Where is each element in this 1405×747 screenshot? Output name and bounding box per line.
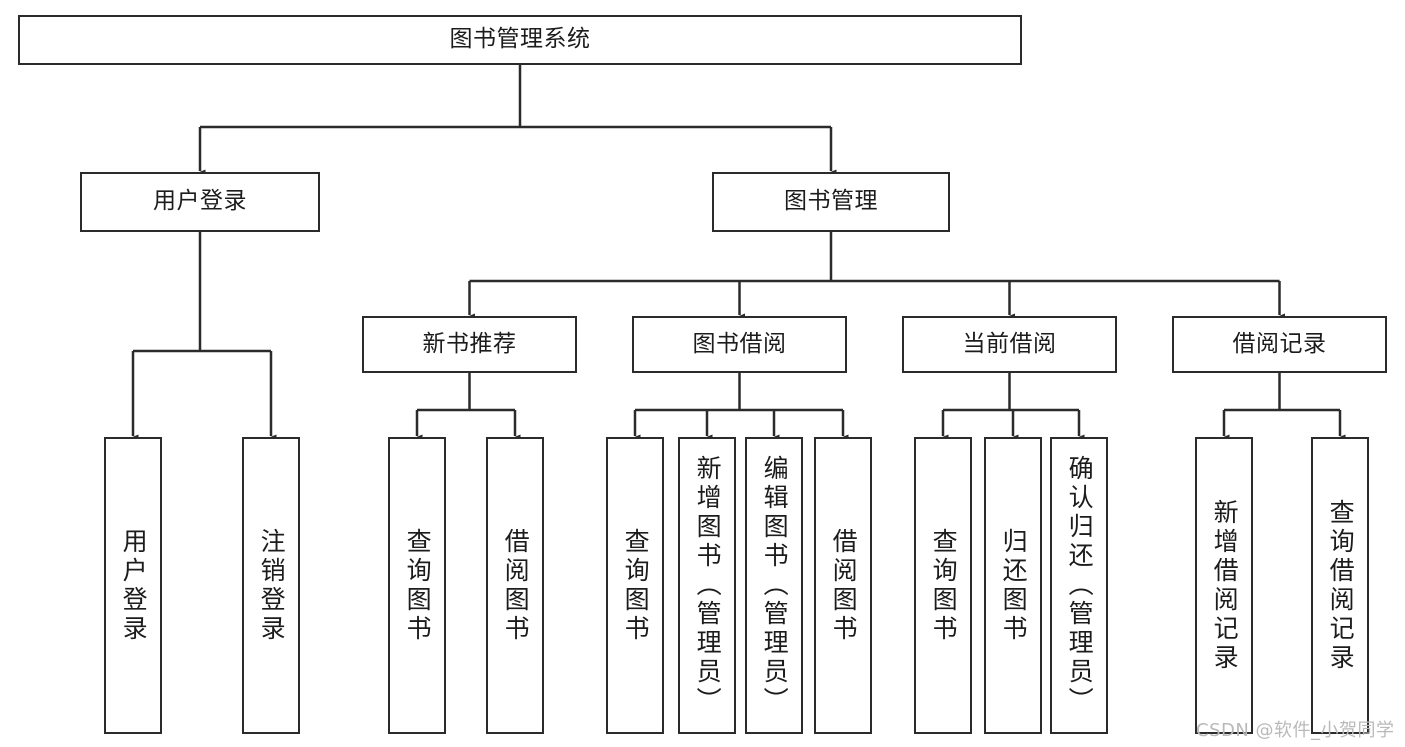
node-label: 当前借阅: [962, 330, 1057, 357]
node-leaf-add-record[interactable]: 新增借阅记录: [1195, 437, 1253, 734]
node-label: 新增图书（管理员）: [693, 455, 723, 716]
node-label: 归还图书: [999, 527, 1029, 644]
node-leaf-confirm-return[interactable]: 确认归还（管理员）: [1050, 437, 1108, 734]
node-current-borrow[interactable]: 当前借阅: [902, 316, 1117, 373]
node-label: 新书推荐: [422, 330, 517, 357]
node-label: 查询借阅记录: [1326, 498, 1356, 673]
node-label: 图书管理: [784, 188, 878, 215]
node-root[interactable]: 图书管理系统: [18, 15, 1022, 65]
node-label: 用户登录: [119, 527, 149, 644]
node-borrow-record[interactable]: 借阅记录: [1172, 316, 1387, 373]
node-label: 注销登录: [257, 527, 287, 644]
node-label: 借阅图书: [829, 527, 859, 644]
node-label: 编辑图书（管理员）: [760, 455, 790, 716]
node-leaf-edit-book[interactable]: 编辑图书（管理员）: [745, 437, 803, 734]
node-leaf-borrow-book-1[interactable]: 借阅图书: [486, 437, 544, 734]
watermark: CSDN @软件_小贺同学: [1196, 720, 1395, 741]
node-label: 用户登录: [153, 188, 247, 215]
node-label: 查询图书: [621, 527, 651, 644]
node-label: 新增借阅记录: [1210, 498, 1240, 673]
node-book-borrow[interactable]: 图书借阅: [632, 316, 847, 373]
node-leaf-query-book-2[interactable]: 查询图书: [606, 437, 664, 734]
node-leaf-user-login[interactable]: 用户登录: [104, 437, 162, 734]
node-leaf-logout[interactable]: 注销登录: [242, 437, 300, 734]
node-leaf-query-record[interactable]: 查询借阅记录: [1311, 437, 1369, 734]
node-user-login[interactable]: 用户登录: [80, 172, 320, 232]
node-leaf-query-book-3[interactable]: 查询图书: [914, 437, 972, 734]
node-new-book-recommend[interactable]: 新书推荐: [362, 316, 577, 373]
node-label: 查询图书: [403, 527, 433, 644]
node-leaf-add-book[interactable]: 新增图书（管理员）: [678, 437, 736, 734]
node-label: 图书借阅: [692, 330, 787, 357]
node-leaf-query-book-1[interactable]: 查询图书: [388, 437, 446, 734]
node-label: 查询图书: [929, 527, 959, 644]
node-leaf-return-book[interactable]: 归还图书: [984, 437, 1042, 734]
node-leaf-borrow-book-2[interactable]: 借阅图书: [814, 437, 872, 734]
node-book-manage[interactable]: 图书管理: [712, 172, 950, 232]
node-label: 借阅记录: [1232, 330, 1327, 357]
node-label: 确认归还（管理员）: [1065, 455, 1095, 716]
node-label: 借阅图书: [501, 527, 531, 644]
node-label: 图书管理系统: [449, 26, 591, 53]
